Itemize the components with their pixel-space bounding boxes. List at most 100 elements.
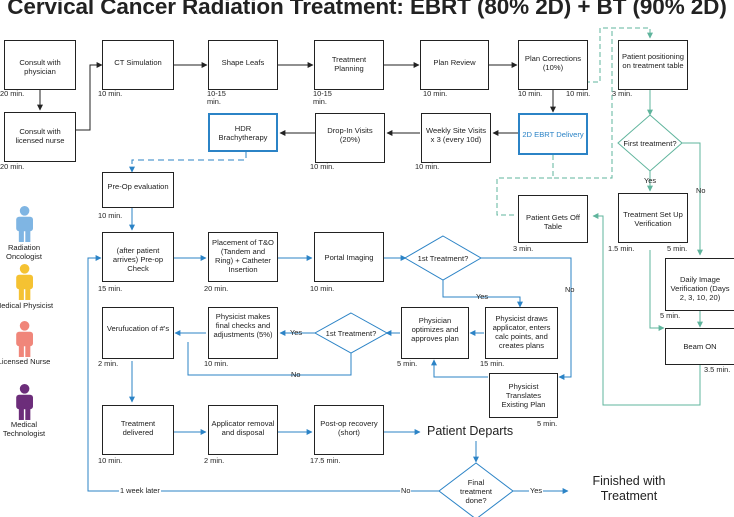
plan-review-duration: 10 min. xyxy=(423,89,448,98)
ebrt-delivery-node: 2D EBRT Delivery xyxy=(518,113,588,155)
first-treatment-ebrt-diamond xyxy=(617,114,683,172)
pre-op-eval-duration: 10 min. xyxy=(98,211,123,220)
ct-simulation-label: CT Simulation xyxy=(114,58,162,67)
plan-corrections-duration-b: 10 min. xyxy=(566,89,591,98)
first-treatment-ebrt-label: First treatment? xyxy=(623,139,677,148)
shape-leafs-node: Shape Leafs xyxy=(208,40,278,90)
final-treatment-diamond xyxy=(438,462,514,517)
patient-positioning-label: Patient positioning on treatment table xyxy=(621,52,685,70)
beam-on-label: Beam ON xyxy=(683,342,717,351)
plan-review-label: Plan Review xyxy=(433,58,476,67)
placement-label: Placement of T&O (Tandem and Ring) + Cat… xyxy=(212,238,274,274)
plan-corrections-node: Plan Corrections (10%) xyxy=(518,40,588,90)
pre-op-eval-label: Pre-Op evaluation xyxy=(107,182,169,191)
physicist-checks-label: Physicist makes final checks and adjustm… xyxy=(213,312,273,339)
physician-optimizes-label: Physician optimizes and approves plan xyxy=(411,316,459,343)
post-op-node: Post-op recovery (short) xyxy=(314,405,384,455)
no-label-ebrt: No xyxy=(696,186,706,195)
pre-op-check-duration: 15 min. xyxy=(98,284,123,293)
pre-op-eval-node: Pre-Op evaluation xyxy=(102,172,174,208)
patient-off-duration: 3 min. xyxy=(513,244,534,253)
weekly-visits-label: Weekly Site Visits x 3 (every 10d) xyxy=(425,126,487,144)
yes-label-final: Yes xyxy=(529,486,544,495)
plan-corrections-duration-a: 10 min. xyxy=(518,89,543,98)
patient-positioning-node: Patient positioning on treatment table xyxy=(618,40,688,90)
yes-label-hdr-2: Yes xyxy=(290,328,303,337)
physician-optimizes-duration: 5 min. xyxy=(397,359,418,368)
no-label-final: No xyxy=(400,486,412,495)
plan-review-node: Plan Review xyxy=(420,40,489,90)
patient-off-node: Patient Gets Off Table xyxy=(518,195,588,243)
daily-image-label: Daily Image Verification (Days 2, 3, 10,… xyxy=(670,275,730,302)
ebrt-delivery-label: 2D EBRT Delivery xyxy=(522,130,584,139)
shape-leafs-duration: 10-15 min. xyxy=(207,89,226,106)
legend-medical-physicist: Medical Physicist xyxy=(0,301,54,310)
physicist-draws-node: Physicist draws applicator, enters calc … xyxy=(485,307,558,359)
physicist-translates-label: Physicist Translates Existing Plan xyxy=(501,382,546,409)
post-op-duration: 17.5 min. xyxy=(310,456,341,465)
applicator-removal-label: Applicator removal and disposal xyxy=(211,419,275,437)
treatment-planning-duration: 10-15 min. xyxy=(313,89,332,106)
daily-image-node: Daily Image Verification (Days 2, 3, 10,… xyxy=(665,258,734,311)
finished-text: Finished with Treatment xyxy=(592,474,666,503)
weekly-visits-node: Weekly Site Visits x 3 (every 10d) xyxy=(421,113,491,163)
licensed-nurse-icon xyxy=(16,321,33,357)
yes-label-hdr-1: Yes xyxy=(476,292,489,301)
applicator-removal-duration: 2 min. xyxy=(204,456,225,465)
patient-departs-label: Patient Departs xyxy=(427,424,514,438)
verification-label: Verufucation of #'s xyxy=(106,324,170,333)
consult-physician-duration: 20 min. xyxy=(0,89,25,98)
weekly-visits-duration: 10 min. xyxy=(415,162,440,171)
radiation-oncologist-icon xyxy=(16,206,33,242)
portal-imaging-label: Portal Imaging xyxy=(324,253,374,262)
physicist-checks-node: Physicist makes final checks and adjustm… xyxy=(208,307,278,359)
post-op-label: Post-op recovery (short) xyxy=(320,419,378,437)
medical-physicist-icon xyxy=(16,264,33,300)
beam-on-duration: 3.5 min. xyxy=(704,365,731,374)
setup-verification-duration-a: 1.5 min. xyxy=(608,244,635,253)
verification-node: Verufucation of #'s xyxy=(102,307,174,359)
portal-imaging-duration: 10 min. xyxy=(310,284,335,293)
verification-duration: 2 min. xyxy=(98,359,119,368)
plan-corrections-label: Plan Corrections (10%) xyxy=(524,54,582,72)
legend-radiation-oncologist: Radiation Oncologist xyxy=(6,243,42,261)
physicist-checks-duration: 10 min. xyxy=(204,359,229,368)
pre-op-check-node: (after patient arrives) Pre-op Check xyxy=(102,232,174,282)
portal-imaging-node: Portal Imaging xyxy=(314,232,384,282)
legend-licensed-nurse: Licensed Nurse xyxy=(0,357,51,366)
page-title: Cervical Cancer Radiation Treatment: EBR… xyxy=(7,0,727,19)
consult-physician-label: Consult with physician xyxy=(19,58,61,76)
consult-nurse-label: Consult with licensed nurse xyxy=(15,127,65,145)
treatment-delivered-duration: 10 min. xyxy=(98,456,123,465)
first-treatment-2-label: 1st Treatment? xyxy=(325,329,377,338)
physician-optimizes-node: Physician optimizes and approves plan xyxy=(401,307,469,359)
treatment-delivered-label: Treatment delivered xyxy=(120,419,156,437)
hdr-label: HDR Brachytherapy xyxy=(218,124,268,142)
setup-verification-duration-b: 5 min. xyxy=(667,244,688,253)
shape-leafs-label: Shape Leafs xyxy=(221,58,265,67)
pre-op-check-label: (after patient arrives) Pre-op Check xyxy=(112,246,164,273)
first-treatment-1-label: 1st Treatment? xyxy=(417,254,469,263)
daily-image-duration: 5 min. xyxy=(660,311,681,320)
applicator-removal-node: Applicator removal and disposal xyxy=(208,405,278,455)
placement-node: Placement of T&O (Tandem and Ring) + Cat… xyxy=(208,232,278,282)
setup-verification-node: Treatment Set Up Verification xyxy=(618,193,688,243)
no-label-hdr-1: No xyxy=(565,285,575,294)
legend-medical-technologist: Medical Technologist xyxy=(2,420,46,438)
beam-on-node: Beam ON xyxy=(665,328,734,365)
ct-simulation-node: CT Simulation xyxy=(102,40,174,90)
physicist-translates-node: Physicist Translates Existing Plan xyxy=(489,373,558,418)
treatment-planning-node: Treatment Planning xyxy=(314,40,384,90)
final-treatment-label: Final treatment done? xyxy=(459,478,493,505)
treatment-planning-label: Treatment Planning xyxy=(331,55,367,73)
ct-simulation-duration: 10 min. xyxy=(98,89,123,98)
consult-nurse-node: Consult with licensed nurse xyxy=(4,112,76,162)
yes-label-ebrt: Yes xyxy=(644,176,657,185)
hdr-node: HDR Brachytherapy xyxy=(208,113,278,152)
first-treatment-diamond-2 xyxy=(313,312,389,354)
first-treatment-diamond-1 xyxy=(404,235,482,281)
consult-physician-node: Consult with physician xyxy=(4,40,76,90)
placement-duration: 20 min. xyxy=(204,284,229,293)
consult-nurse-duration: 20 min. xyxy=(0,162,25,171)
